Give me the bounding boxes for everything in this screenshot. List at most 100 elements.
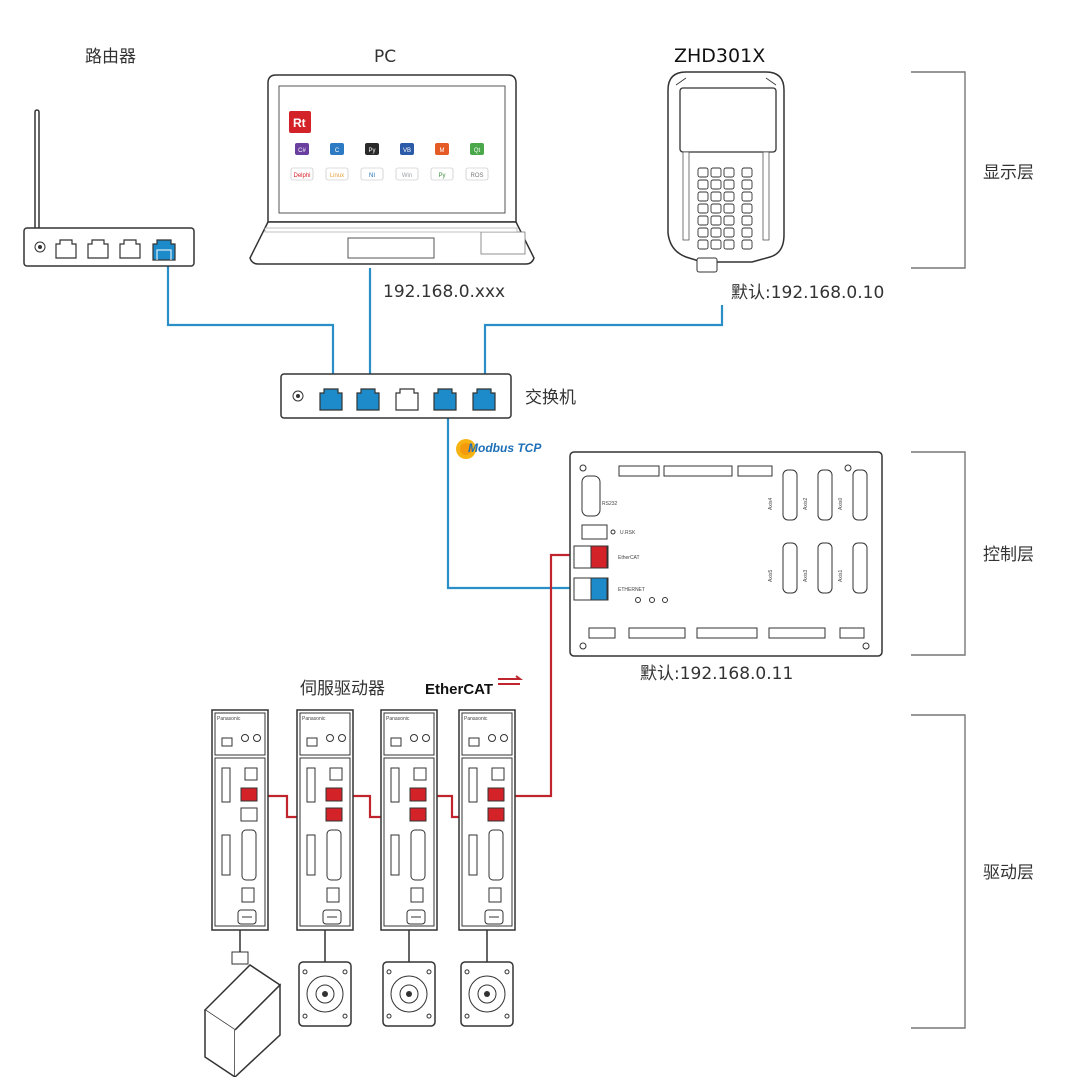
linear-module [203,930,282,1077]
pendant-key [697,167,709,178]
pendant-key [697,215,709,226]
realtime-logo-icon [289,111,311,133]
svg-text:C: C [335,148,340,154]
pendant-key [723,179,735,190]
pendant-key [710,239,722,250]
svg-text:C#: C# [298,148,306,154]
ethernet-port-label: ETHERNET [618,587,645,593]
app-icon-3: VB [400,143,414,155]
servo-drive-4: Panasonic [458,709,516,1027]
svg-text:Rt: Rt [293,116,306,130]
servo-drive-3: Panasonic [380,709,438,1027]
app-icon-1: C [330,143,344,155]
drive-ethercat-out-port [487,807,505,822]
pendant-key [723,167,735,178]
servo-drive-1: Panasonic [211,709,269,931]
pendant-key [741,191,753,202]
axis-label: Axis5 [768,570,774,582]
pendant-device [667,71,785,273]
pendant-key [697,227,709,238]
ethercat-port-label: EtherCAT [618,555,640,561]
svg-text:M: M [440,148,445,154]
pendant-ip: 默认:192.168.0.10 [731,283,884,303]
svg-text:VB: VB [403,148,411,154]
pendant-key [710,179,722,190]
app-icon-5: Qt [470,143,484,155]
network-switch [280,373,512,419]
pendant-key [710,215,722,226]
controller-ethercat-port [590,545,608,569]
axis-label: Axis2 [803,498,809,510]
svg-text:NI: NI [369,173,375,179]
pendant-key [697,203,709,214]
axis-label: Axis3 [803,570,809,582]
drive-layer-label: 驱动层 [983,863,1034,883]
control-layer-bracket [911,451,966,656]
app-icon-6: Delphi [290,167,314,181]
controller-ip: 默认:192.168.0.11 [640,664,793,684]
pendant-to-switch-link [483,305,724,392]
app-icon-7: Linux [325,167,349,181]
display-layer-bracket [911,71,966,269]
drive-brand-label: Panasonic [217,716,241,722]
pendant-key [741,215,753,226]
app-icon-0: C# [295,143,309,155]
rs232-label: RS232 [602,501,618,507]
pendant-label: ZHD301X [674,45,765,67]
display-layer-label: 显示层 [983,163,1034,183]
drive-layer-bracket [911,714,966,1029]
pendant-key [741,179,753,190]
drive-ethercat-in-port [487,787,505,802]
ethercat-logo-text: EtherCAT [425,681,493,698]
drive-ethercat-out-port [325,807,343,822]
drive-brand-label: Panasonic [464,716,488,722]
router-to-switch-link [166,262,335,392]
ethernet-links [166,262,724,590]
svg-text:Py: Py [368,148,375,154]
controller-ethernet-port [590,577,608,601]
drive-ethercat-out-port [240,807,258,822]
app-icon-11: ROS [465,167,489,181]
drive-ethercat-in-port [325,787,343,802]
pendant-key [697,179,709,190]
ursk-label: U.RSK [620,530,636,536]
servo-label: 伺服驱动器 [300,679,385,699]
pendant-key [710,227,722,238]
pendant-key [697,239,709,250]
pc-label: PC [374,47,396,67]
app-icon-2: Py [365,143,379,155]
router-label: 路由器 [85,47,136,67]
pendant-key [723,227,735,238]
drive-ethercat-in-port [409,787,427,802]
app-icon-4: M [435,143,449,155]
svg-text:Py: Py [438,173,445,179]
control-layer-label: 控制层 [983,545,1034,565]
svg-text:Qt: Qt [474,148,481,154]
pendant-key [710,167,722,178]
pendant-key [723,191,735,202]
drive-ethercat-in-port [240,787,258,802]
switch-label: 交换机 [525,388,576,408]
pendant-key [710,191,722,202]
pc-ip: 192.168.0.xxx [383,282,505,302]
switch-to-controller-link [446,405,588,590]
pendant-key [741,203,753,214]
pendant-key [710,203,722,214]
servo-drives: Panasonic Panasonic Panasonic Panasonic [211,709,516,1027]
drive-brand-label: Panasonic [302,716,326,722]
pendant-keypad [697,167,753,250]
app-icon-9: Win [395,167,419,181]
servo-drive-2: Panasonic [296,709,354,1027]
axis-label: Axis0 [838,498,844,510]
modbus-tcp-logo: Modbus TCP [456,439,542,459]
router-device [23,109,195,267]
pendant-key [741,227,753,238]
svg-text:Win: Win [402,173,412,179]
pendant-key [723,239,735,250]
drive-ethercat-out-port [409,807,427,822]
